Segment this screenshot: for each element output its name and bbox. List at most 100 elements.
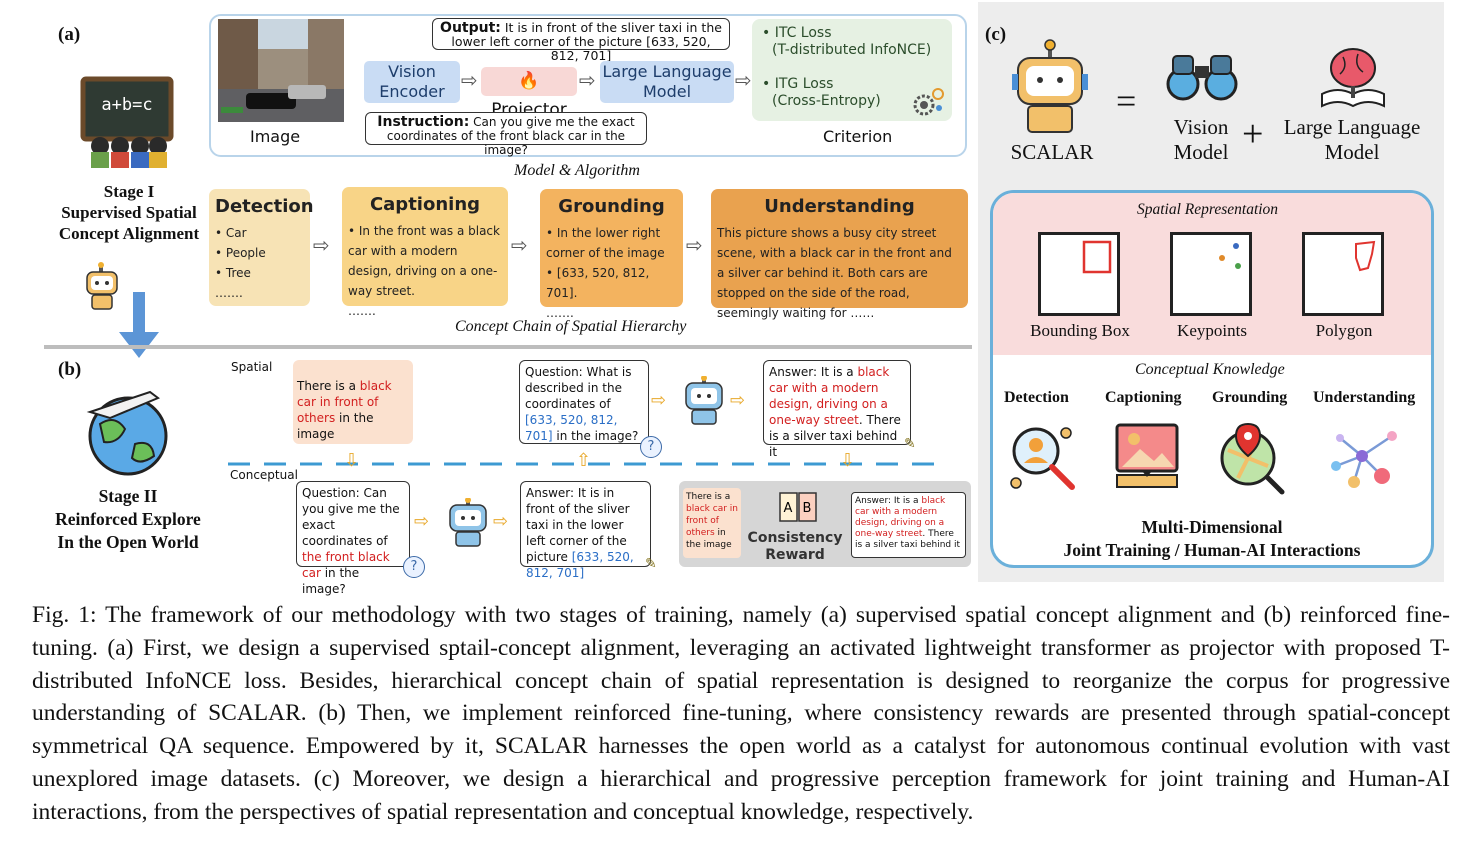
scalar-robot-icon: [1012, 39, 1088, 133]
instruction-text: Can you give me the exact coordinates of…: [386, 115, 635, 157]
q-concept-text: Question: Can you give me the exact coor…: [302, 486, 400, 548]
question-mark-icon: ?: [403, 556, 425, 578]
spatial-representation-title: Spatial Representation: [1137, 201, 1279, 218]
arrow-down-icon: ⇩: [344, 450, 360, 471]
equals-sign: =: [1116, 81, 1137, 121]
scalar-label: SCALAR: [1010, 140, 1094, 164]
q-spatial-text: Question: What is described in the coord…: [525, 365, 632, 411]
q-concept-highlight: the front black car: [302, 550, 390, 580]
binoculars-icon: [1166, 55, 1238, 101]
conceptual-question-box: Question: Can you give me the exact coor…: [296, 481, 410, 596]
captioning-icon: [1115, 423, 1179, 488]
q-concept-end: in the image?: [302, 566, 360, 596]
detection-item: • People: [215, 246, 266, 260]
itg-detail: (Cross-Entropy): [772, 93, 881, 109]
spatial-label: Spatial: [231, 360, 273, 374]
itg-loss: • ITG Loss: [762, 76, 834, 92]
arrow-right-icon: ⇨: [579, 68, 596, 92]
desc-highlight: black car in front of others: [297, 379, 392, 425]
arrow-right-icon: ⇨: [313, 233, 330, 257]
description-box: There is a black car in front of others …: [293, 360, 413, 444]
vision-model-label: Vision Model: [1173, 115, 1229, 164]
instruction-box: Instruction: Can you give me the exact c…: [365, 112, 647, 157]
plus-sign: +: [1242, 113, 1264, 155]
conceptual-knowledge-title: Conceptual Knowledge: [1135, 361, 1285, 378]
conceptual-label: Conceptual: [230, 468, 298, 482]
detection-label: Detection: [1004, 389, 1069, 406]
captioning-text: • In the front was a black car with a mo…: [348, 224, 500, 298]
detection-icon: [1010, 427, 1075, 490]
understanding-icon: [1331, 431, 1397, 488]
arrow-right-icon: ⇨: [493, 511, 509, 532]
robot-icon: [449, 498, 487, 547]
captioning-title: Captioning: [369, 194, 481, 215]
output-prefix: Output:: [440, 20, 501, 36]
understanding-card: Understanding This picture shows a busy …: [711, 189, 968, 320]
q-spatial-coords: [633, 520, 812, 701]: [525, 413, 618, 443]
bounding-box-label: Bounding Box: [1030, 321, 1130, 340]
panel-c-label: (c): [985, 24, 1007, 45]
brain-book-icon: [1321, 48, 1385, 108]
instruction-prefix: Instruction:: [377, 114, 470, 130]
keypoints-icon: [1170, 232, 1252, 316]
grounding-coords: • [633, 520, 812, 701].: [546, 266, 650, 300]
concept-chain-caption: Concept Chain of Spatial Hierarchy: [455, 318, 687, 335]
a-concept-text: Answer: It is in front of the sliver tax…: [526, 486, 630, 564]
criterion-label: Criterion: [823, 127, 893, 146]
a-spatial-text: Answer: It is a: [769, 365, 858, 379]
street-image: [218, 19, 344, 122]
fire-icon: 🔥: [518, 71, 540, 91]
criterion-box: • ITC Loss (T-distributed InfoNCE) • ITG…: [752, 19, 952, 121]
feather-icon: ✎: [904, 436, 916, 452]
grounding-text: • In the lower right corner of the image: [546, 226, 665, 260]
question-mark-icon: ?: [640, 436, 662, 458]
understanding-label: Understanding: [1313, 389, 1416, 406]
section-divider: [44, 345, 972, 349]
output-box: Output: It is in front of the sliver tax…: [432, 18, 730, 63]
globe-icon: [86, 390, 168, 476]
captioning-label: Captioning: [1105, 389, 1182, 406]
panel-b-label: (b): [58, 359, 82, 380]
reward-description: There is a black car in front of others …: [683, 488, 741, 558]
conceptual-answer-box: Answer: It is in front of the sliver tax…: [520, 481, 651, 580]
arrow-right-icon: ⇨: [461, 68, 478, 92]
image-label: Image: [250, 127, 301, 146]
a-spatial-end: . There is a silver taxi behind it: [769, 413, 901, 459]
grounding-label: Grounding: [1212, 389, 1288, 406]
consistency-reward-label: Consistency Reward: [747, 530, 843, 563]
model-algorithm-box: [209, 14, 967, 157]
detection-item: • Car: [215, 226, 247, 240]
arrow-right-icon: ⇨: [686, 233, 703, 257]
arrow-up-icon: ⇧: [576, 450, 592, 471]
bounding-box-icon: [1038, 232, 1120, 316]
svg-text:A: A: [784, 501, 793, 516]
desc-text-end: in the image: [297, 411, 374, 441]
projector-box: 🔥Projector: [481, 67, 577, 120]
robot-icon: [86, 262, 118, 310]
q-spatial-end: in the image?: [552, 429, 639, 443]
figure-caption: Fig. 1: The framework of our methodology…: [32, 602, 1450, 825]
llm-label: Large Language Model: [1283, 115, 1421, 164]
output-text: It is in front of the sliver taxi in the…: [451, 20, 722, 63]
llm-box: Large Language Model: [600, 61, 734, 103]
dashed-divider: [228, 462, 934, 466]
gear-icon: [913, 88, 944, 116]
captioning-more: …….: [348, 304, 376, 318]
arrow-right-icon: ⇨: [511, 233, 528, 257]
spatial-answer-box: Answer: It is a black car with a modern …: [763, 360, 911, 459]
vision-encoder-box: Vision Encoder: [364, 61, 460, 103]
arrow-down-icon: ⇩: [840, 450, 856, 471]
classroom-icon: a+b=c: [80, 76, 174, 168]
detection-card: Detection • Car • People • Tree …….: [209, 189, 314, 306]
understanding-text: This picture shows a busy city street sc…: [717, 226, 952, 320]
compare-book-icon: A B: [779, 492, 817, 522]
itc-detail: (T-distributed InfoNCE): [772, 42, 932, 58]
stage-1-title: Stage I Supervised Spatial Concept Align…: [58, 182, 200, 243]
desc-text: There is a: [297, 379, 360, 393]
svg-text:B: B: [803, 501, 812, 516]
panel-a-label: (a): [58, 24, 81, 45]
model-algorithm-caption: Model & Algorithm: [514, 162, 640, 179]
arrow-right-icon: ⇨: [735, 68, 752, 92]
chalkboard-text: a+b=c: [101, 95, 152, 115]
a-spatial-highlight: black car with a modern design, driving …: [769, 365, 890, 427]
